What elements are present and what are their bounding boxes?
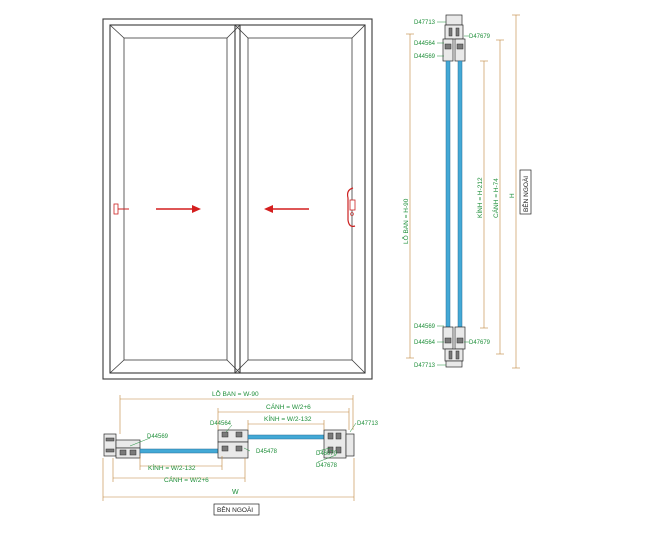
dim-canh-top: CÁNH = W/2+6 [266,402,311,411]
door-elevation [102,18,373,380]
slide-right-arrow-icon [156,205,201,213]
code-left-jamb: D44569 [147,434,169,440]
dim-lo-ban-w: LỖ BAN = W-90 [212,389,259,398]
code-top-left-lower: D44569 [414,54,436,60]
code-right-mid: D46070 [316,451,338,457]
vertical-bottom-profile [442,326,466,368]
horizontal-right-profile [323,429,355,459]
code-right-lower: D47678 [316,463,338,469]
outer-frame [102,18,373,380]
horizontal-section: D44569 D44564 D45478 D47713 D46070 D4767… [102,389,379,516]
dim-lo-ban-h: LỖ BAN = H-90 [401,198,410,244]
code-right-upper: D47713 [357,421,379,427]
code-bottom-left-upper: D44569 [414,324,436,330]
dim-canh-h: CÁNH = H-74 [491,178,500,218]
dim-kinh-bottom: KÍNH = W/2-132 [148,463,196,472]
vertical-glass-right [457,60,463,328]
dim-kinh-top: KÍNH = W/2-132 [264,414,312,423]
horizontal-left-profile [103,433,141,459]
left-sash-glass [123,37,228,361]
vertical-top-profile [442,14,466,62]
vertical-section: D47713 D44564 D44569 D47679 D44569 D4456… [401,14,532,369]
horizontal-interlock-profile [217,429,249,459]
outside-label-horizontal: BÊN NGOÀI [217,505,253,514]
code-bottom-frame: D47713 [414,363,436,369]
outside-label-vertical: BÊN NGOÀI [521,176,530,212]
right-sash-glass [247,37,353,361]
vertical-glass-left [445,60,451,328]
left-handle-icon [113,203,129,215]
code-bottom-right: D47679 [469,340,491,346]
left-sash [109,24,241,374]
dim-kinh-h: KÍNH = H-212 [475,177,484,218]
dim-w: W [232,489,239,496]
dim-h: H [509,193,516,198]
outside-label-box-horizontal [213,503,260,516]
code-interlock-mid: D45478 [256,449,278,455]
horizontal-glass-left [139,448,223,454]
code-left-interlock: D44564 [210,421,232,427]
code-top-left-upper: D44564 [414,41,436,47]
horizontal-glass-right [247,434,325,440]
code-bottom-left-lower: D44564 [414,340,436,346]
code-top-right: D47679 [469,34,491,40]
outside-label-box-vertical [519,169,532,215]
slide-left-arrow-icon [264,205,309,213]
right-sash [234,24,366,374]
right-handle-icon [346,187,356,227]
code-top-frame: D47713 [414,20,436,26]
dim-canh-bottom: CÁNH = W/2+6 [164,475,209,484]
